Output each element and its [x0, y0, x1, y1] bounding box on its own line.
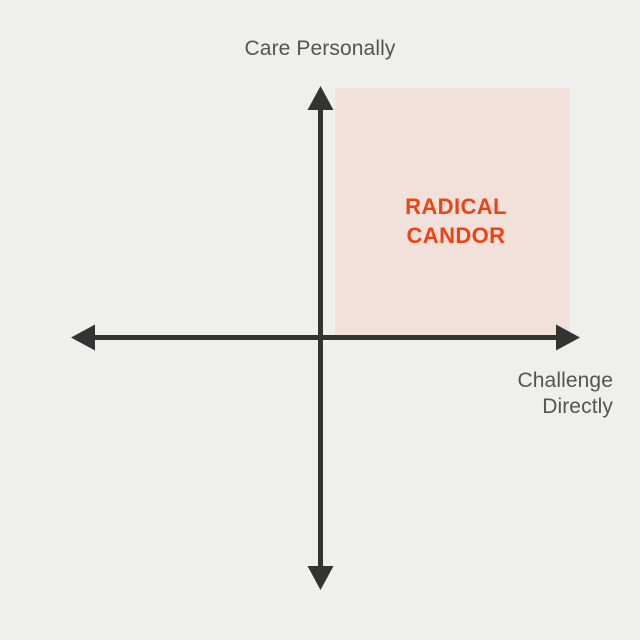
axis-arrow-down-icon: [307, 566, 334, 590]
quadrant-label-radical-candor: RADICAL CANDOR: [405, 194, 507, 248]
y-axis-label-care-personally: Care Personally: [244, 37, 396, 60]
x-axis-label-challenge-directly: Challenge Directly: [517, 369, 613, 418]
axis-arrow-left-icon: [71, 324, 95, 351]
axis-arrow-right-icon: [556, 324, 580, 351]
quadrant-radical-candor-fill: [335, 88, 570, 337]
axis-arrow-up-icon: [307, 86, 334, 110]
